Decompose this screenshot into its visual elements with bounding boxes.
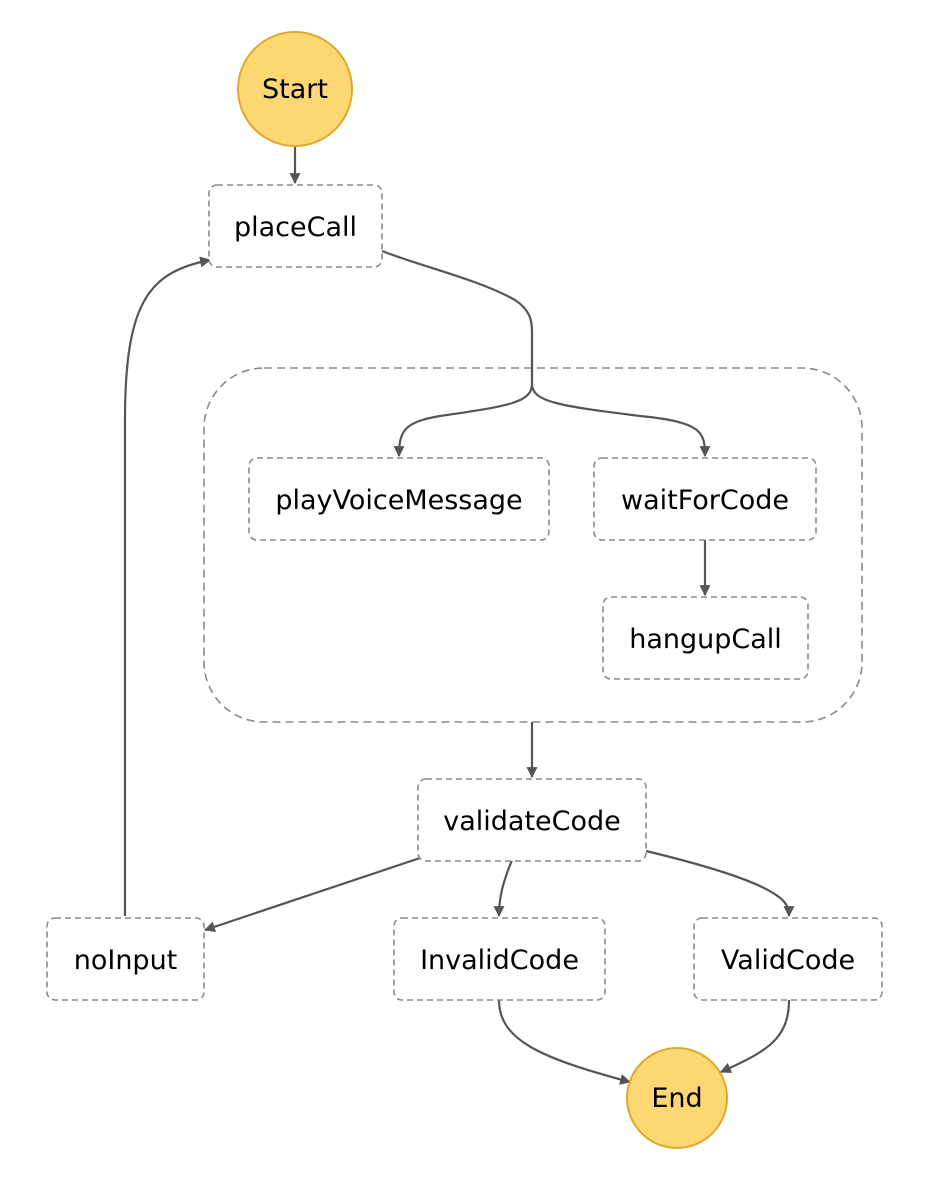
invalidcode-label: InvalidCode <box>420 945 579 976</box>
placecall-label: placeCall <box>234 212 357 243</box>
end-label: End <box>651 1083 702 1114</box>
edge-placecall-to-playvoicemessage <box>393 383 534 458</box>
validcode-label: ValidCode <box>721 945 855 976</box>
edge-validcode-to-end <box>719 999 791 1074</box>
hangupcall-box <box>602 596 809 680</box>
hangupcall-label: hangupCall <box>629 624 782 655</box>
validatecode-label: validateCode <box>443 806 621 837</box>
noinput-box <box>46 917 205 1001</box>
edge-validatecode-to-noinput <box>203 856 421 933</box>
state-waitforcode[interactable]: waitForCode <box>593 457 817 541</box>
validcode-box <box>693 917 883 1001</box>
playvoicemessage-label: playVoiceMessage <box>275 485 522 516</box>
state-placecall[interactable]: placeCall <box>208 184 383 268</box>
edges <box>123 146 795 1085</box>
start-label: Start <box>262 74 328 105</box>
noinput-label: noInput <box>74 945 178 976</box>
validatecode-box <box>417 778 647 862</box>
playvoicemessage-box <box>248 457 550 541</box>
state-playvoicemessage[interactable]: playVoiceMessage <box>248 457 550 541</box>
edge-placecall-to-waitforcode <box>530 383 711 458</box>
edge-invalidcode-to-end <box>497 999 632 1085</box>
edge-validatecode-to-validcode <box>645 849 795 918</box>
end-node[interactable]: End <box>626 1047 728 1149</box>
state-hangupcall[interactable]: hangupCall <box>602 596 809 680</box>
start-circle <box>237 31 353 147</box>
placecall-box <box>208 184 383 268</box>
waitforcode-box <box>593 457 817 541</box>
state-invalidcode[interactable]: InvalidCode <box>393 917 606 1001</box>
state-validcode[interactable]: ValidCode <box>693 917 883 1001</box>
invalidcode-box <box>393 917 606 1001</box>
edge-validatecode-to-invalidcode <box>493 859 514 918</box>
waitforcode-label: waitForCode <box>621 485 789 516</box>
edge-noinput-to-placecall <box>123 256 212 916</box>
state-noinput[interactable]: noInput <box>46 917 205 1001</box>
edge-placecall-to-parallel <box>381 249 534 384</box>
start-node[interactable]: Start <box>237 31 353 147</box>
end-circle <box>626 1047 728 1149</box>
state-validatecode[interactable]: validateCode <box>417 778 647 862</box>
